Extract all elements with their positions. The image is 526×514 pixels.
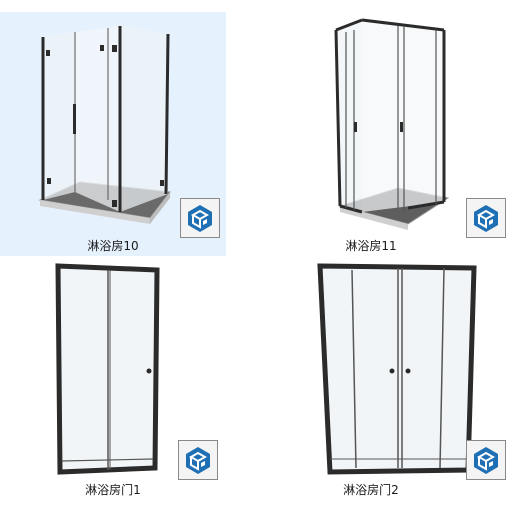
file-label: 淋浴房11 (345, 239, 397, 253)
file-label: 淋浴房门2 (343, 483, 399, 497)
file-tile-1[interactable]: 淋浴房11 (258, 12, 506, 256)
sketchup-badge (466, 198, 506, 238)
sketchup-icon (474, 205, 498, 232)
file-tile-0[interactable]: 淋浴房10 (0, 12, 226, 256)
sketchup-icon (188, 205, 212, 232)
file-label: 淋浴房门1 (85, 483, 141, 497)
sketchup-badge (178, 440, 218, 480)
thumbnail-shower-enclosure (38, 26, 171, 224)
sketchup-badge (180, 198, 220, 238)
thumbnail-shower-door (317, 263, 477, 475)
sketchup-icon (474, 447, 498, 474)
file-tile-3[interactable]: 淋浴房门2 (258, 256, 506, 502)
file-tile-2[interactable]: 淋浴房门1 (0, 256, 226, 502)
file-label: 淋浴房10 (87, 239, 139, 253)
thumbnail-shower-enclosure (334, 18, 450, 230)
sketchup-icon (186, 447, 210, 474)
thumbnail-shower-door (55, 263, 160, 475)
sketchup-badge (466, 440, 506, 480)
